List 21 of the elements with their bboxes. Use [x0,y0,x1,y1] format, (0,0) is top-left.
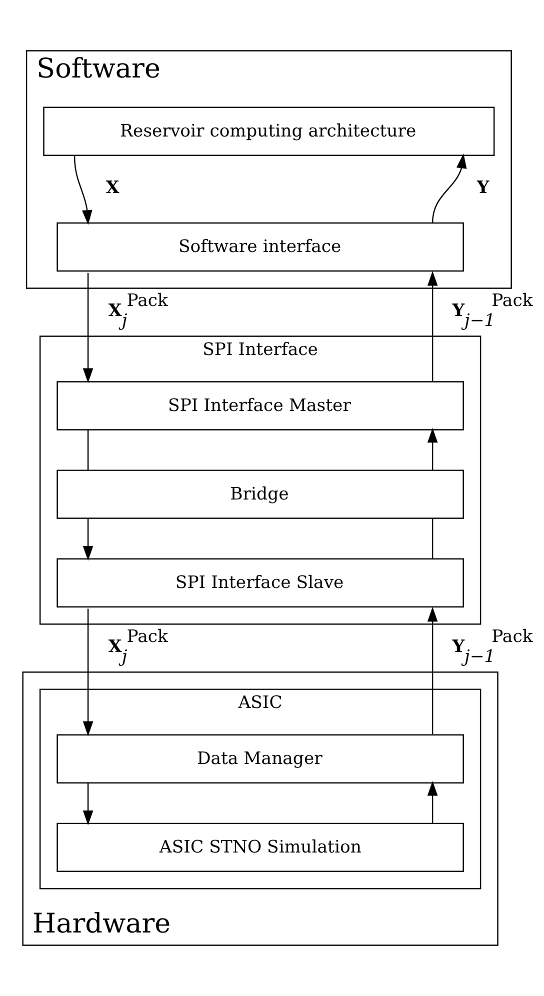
node-box: Reservoir computing architecture [43,106,495,156]
arrow [427,428,438,470]
arrow [427,606,438,734]
arrow [82,608,94,736]
arrow [74,155,92,225]
edge-label: Y [476,178,490,198]
arrow [432,154,467,224]
arrow [82,782,94,826]
node-box: Software interface [56,222,464,272]
arrow [427,780,438,824]
edge-label: X [106,178,120,198]
arrow [427,270,438,382]
node-box: Bridge [56,470,464,519]
node-box: Data Manager [56,734,464,784]
arrow [82,518,94,561]
node-box: ASIC STNO Simulation [56,822,464,872]
connector [432,518,434,559]
arrow [82,272,94,383]
node-box: SPI Interface Master [56,381,464,430]
connector [87,430,89,470]
node-box: SPI Interface Slave [56,558,464,608]
